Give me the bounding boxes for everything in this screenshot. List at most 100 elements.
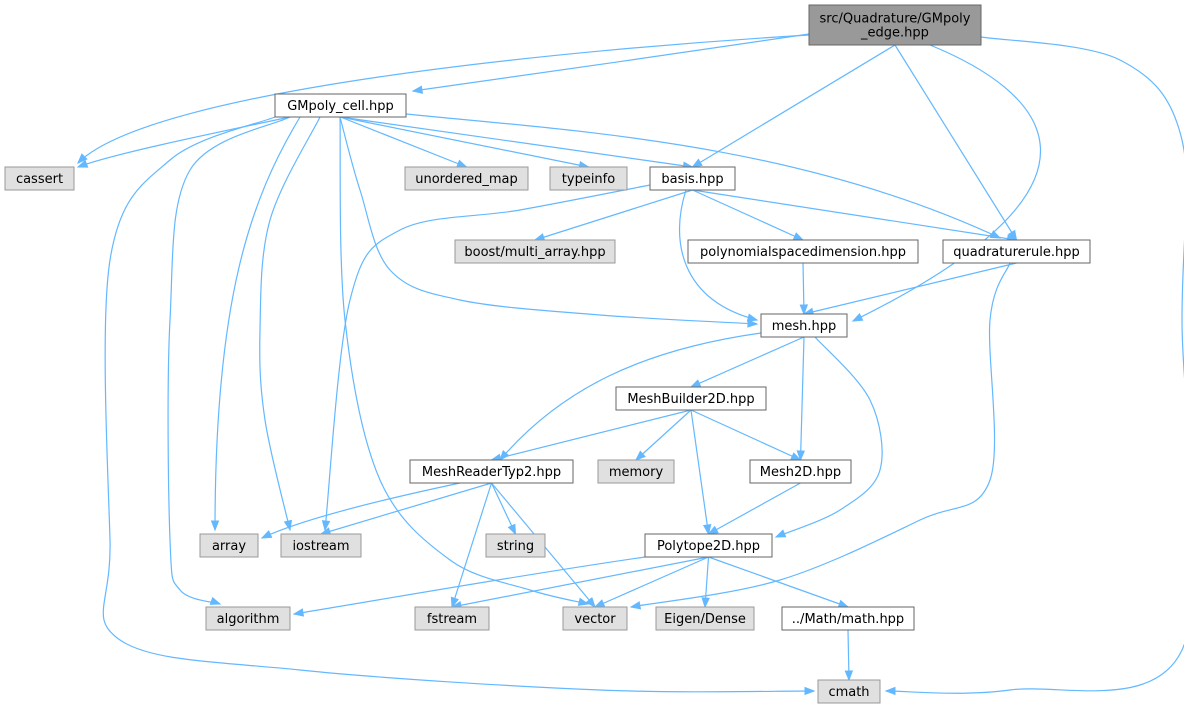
edge-quadraturerule-to-vector [629, 262, 1011, 610]
edge-meshreader-to-string [490, 482, 517, 536]
node-basis-box [649, 166, 736, 191]
node-quadraturerule-box [942, 239, 1091, 264]
node-mesh2d-box [749, 459, 852, 484]
edge-root-to-basis [691, 44, 896, 168]
node-boost_multi_array-box [454, 239, 616, 264]
node-mesh-box [760, 313, 848, 338]
node-fstream-box [414, 606, 490, 631]
edge-quadraturerule-to-mesh [802, 262, 1017, 316]
node-meshbuilder[interactable]: MeshBuilder2D.hpp [615, 386, 767, 411]
edge-meshreader-to-iostream [319, 482, 492, 536]
node-mesh2d-label: Mesh2D.hpp [760, 465, 841, 480]
edge-root-to-quadraturerule [894, 44, 1018, 242]
edge-basis-to-iostream [321, 184, 651, 532]
edge-mesh2d-to-polytope [707, 482, 801, 535]
node-eigen_dense-label: Eigen/Dense [664, 612, 746, 627]
node-math-box [781, 606, 915, 631]
edge-mesh-to-meshbuilder [689, 336, 805, 388]
edge-gmpoly_cell-to-cassert [76, 116, 291, 168]
node-gmpoly_cell-box [274, 93, 407, 118]
node-polytope[interactable]: Polytope2D.hpp [644, 533, 773, 558]
node-algorithm-label: algorithm [217, 612, 280, 627]
edge-mesh-to-polytope [774, 336, 883, 538]
node-vector: vector [562, 606, 628, 631]
node-meshreader-label: MeshReaderTyp2.hpp [422, 465, 561, 480]
node-polyspacedim-box [687, 239, 919, 264]
node-vector-box [562, 606, 628, 631]
edge-root-to-gmpoly_cell [411, 33, 810, 94]
node-memory: memory [597, 459, 675, 484]
edge-polytope-to-eigen_dense [701, 556, 710, 609]
node-string-label: string [497, 539, 534, 554]
edge-gmpoly_cell-to-cmath [102, 116, 816, 696]
edge-gmpoly_cell-to-typeinfo [340, 116, 590, 170]
node-mesh[interactable]: mesh.hpp [760, 313, 848, 338]
edge-polyspacedim-to-mesh [799, 262, 809, 316]
edge-gmpoly_cell-to-iostream [259, 116, 321, 532]
node-array-box [199, 533, 259, 558]
node-array-label: array [212, 539, 246, 554]
node-fstream-label: fstream [427, 612, 477, 627]
edge-gmpoly_cell-to-algorithm [167, 116, 291, 605]
node-polyspacedim-label: polynomialspacedimension.hpp [700, 245, 906, 260]
node-polytope-label: Polytope2D.hpp [657, 539, 760, 554]
edge-mesh-to-mesh2d [796, 336, 805, 462]
node-typeinfo: typeinfo [549, 166, 628, 191]
node-cassert: cassert [4, 166, 75, 191]
node-meshbuilder-box [615, 386, 767, 411]
node-math-label: ../Math/math.hpp [792, 612, 904, 627]
edge-basis-to-quadraturerule [692, 189, 1018, 243]
node-basis-label: basis.hpp [661, 172, 723, 187]
node-polyspacedim[interactable]: polynomialspacedimension.hpp [687, 239, 919, 264]
node-mesh-label: mesh.hpp [772, 319, 837, 334]
node-typeinfo-box [549, 166, 628, 191]
node-iostream-box [280, 533, 362, 558]
node-boost_multi_array-label: boost/multi_array.hpp [464, 245, 605, 260]
node-root-label: _edge.hpp [860, 26, 929, 41]
node-cmath-label: cmath [828, 685, 869, 700]
node-iostream-label: iostream [292, 539, 349, 554]
node-basis[interactable]: basis.hpp [649, 166, 736, 191]
nodes-layer: src/Quadrature/GMpoly_edge.hppGMpoly_cel… [4, 4, 1091, 704]
node-math[interactable]: ../Math/math.hpp [781, 606, 915, 631]
edges-layer [76, 33, 1184, 696]
edge-meshreader-to-fstream [450, 482, 493, 609]
node-cassert-label: cassert [16, 172, 63, 187]
edge-meshreader-to-array [260, 482, 461, 539]
node-quadraturerule-label: quadraturerule.hpp [953, 245, 1079, 260]
edge-basis-to-mesh [679, 189, 759, 322]
node-unordered_map-box [404, 166, 529, 191]
edge-meshbuilder-to-memory [634, 409, 692, 461]
edge-gmpoly_cell-to-array [210, 116, 301, 532]
node-memory-box [597, 459, 675, 484]
node-root[interactable]: src/Quadrature/GMpoly_edge.hpp [808, 4, 982, 46]
node-array: array [199, 533, 259, 558]
node-quadraturerule[interactable]: quadraturerule.hpp [942, 239, 1091, 264]
edge-root-to-mesh [851, 44, 1041, 322]
node-polytope-box [644, 533, 773, 558]
node-fstream: fstream [414, 606, 490, 631]
node-eigen_dense: Eigen/Dense [655, 606, 755, 631]
node-mesh2d[interactable]: Mesh2D.hpp [749, 459, 852, 484]
node-meshreader-box [409, 459, 574, 484]
edge-meshbuilder-to-polytope [690, 409, 712, 536]
node-meshreader[interactable]: MeshReaderTyp2.hpp [409, 459, 574, 484]
edge-polytope-to-vector [593, 556, 709, 608]
node-cmath: cmath [817, 679, 881, 704]
edge-basis-to-boost_multi_array [533, 189, 693, 242]
node-unordered_map-label: unordered_map [415, 172, 518, 187]
node-gmpoly_cell[interactable]: GMpoly_cell.hpp [274, 93, 407, 118]
edge-meshbuilder-to-meshreader [490, 409, 692, 462]
node-unordered_map: unordered_map [404, 166, 529, 191]
edge-basis-to-polyspacedim [692, 189, 805, 241]
edge-meshbuilder-to-mesh2d [690, 409, 802, 461]
node-string-box [485, 533, 546, 558]
node-memory-label: memory [609, 465, 664, 480]
edge-gmpoly_cell-to-vector [339, 116, 590, 606]
edge-gmpoly_cell-to-unordered_map [340, 116, 468, 168]
edge-root-to-cassert [77, 34, 810, 164]
node-iostream: iostream [280, 533, 362, 558]
node-cassert-box [4, 166, 75, 191]
node-meshbuilder-label: MeshBuilder2D.hpp [627, 392, 754, 407]
